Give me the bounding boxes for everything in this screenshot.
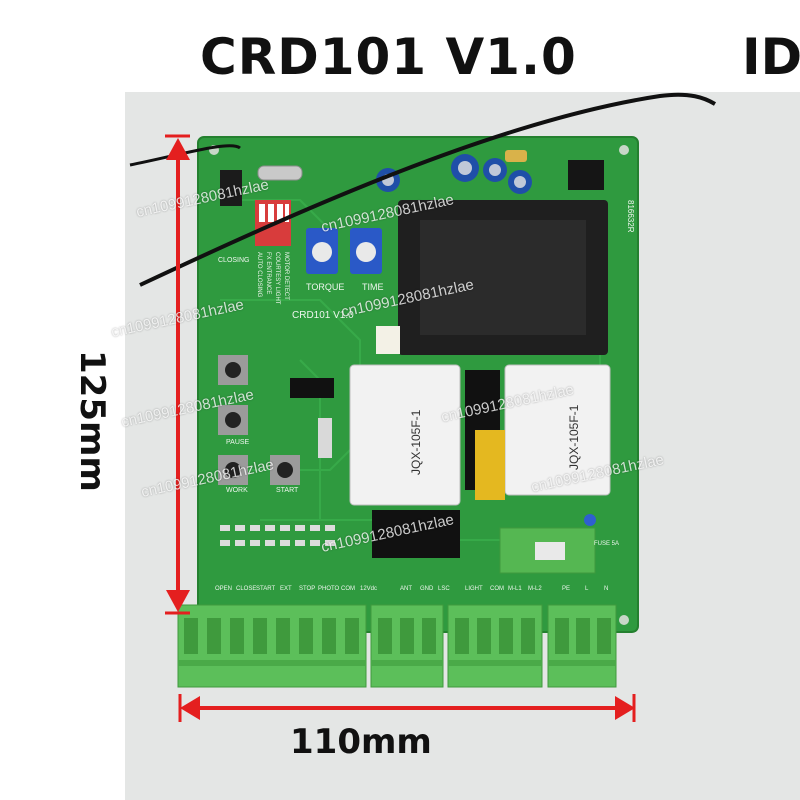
yellow-capacitor xyxy=(475,430,505,500)
svg-text:L: L xyxy=(585,586,589,592)
svg-text:LSC: LSC xyxy=(438,586,450,592)
height-dimension-arrow xyxy=(165,134,190,615)
svg-text:GND: GND xyxy=(420,586,434,592)
svg-text:ANT: ANT xyxy=(400,586,412,592)
relay-right: JQX-105F-1 xyxy=(504,364,611,496)
svg-text:PHOTO: PHOTO xyxy=(318,586,340,592)
svg-text:12Vdc: 12Vdc xyxy=(360,586,377,592)
receiver-chip xyxy=(220,170,242,206)
svg-text:N: N xyxy=(604,586,608,592)
svg-text:MOTOR DETECT: MOTOR DETECT xyxy=(283,252,289,300)
transformer xyxy=(398,200,608,355)
width-dimension-label: 110mm xyxy=(290,722,432,762)
svg-text:COM: COM xyxy=(341,586,355,592)
pot-label-time: TIME xyxy=(362,282,384,292)
product-title: CRD101 V1.0 xyxy=(200,28,577,86)
dip-labels: AUTO CLOSING FX ENTRANCE COURTESY LIGHT … xyxy=(256,252,289,305)
fuse-label: FUSE 5A xyxy=(594,541,619,547)
svg-text:JQX-105F-1: JQX-105F-1 xyxy=(567,404,581,470)
svg-text:EXT: EXT xyxy=(280,586,292,592)
svg-text:M-L1: M-L1 xyxy=(508,586,522,592)
svg-text:COURTESY LIGHT: COURTESY LIGHT xyxy=(274,252,280,305)
push-buttons xyxy=(218,355,300,485)
microcontroller xyxy=(290,378,334,398)
svg-text:START: START xyxy=(256,586,275,592)
potentiometers xyxy=(306,228,382,274)
button-label-pause: PAUSE xyxy=(226,439,250,446)
antenna-wire xyxy=(129,92,717,287)
svg-text:M-L2: M-L2 xyxy=(528,586,542,592)
svg-text:AUTO CLOSING: AUTO CLOSING xyxy=(256,252,262,298)
svg-text:CLOSE: CLOSE xyxy=(236,586,256,592)
driver-chip xyxy=(372,510,460,558)
silkscreen-part-number: 816632R xyxy=(626,200,635,233)
svg-text:LIGHT: LIGHT xyxy=(465,586,483,592)
svg-text:PE: PE xyxy=(562,586,570,592)
svg-text:FX ENTRANCE: FX ENTRANCE xyxy=(265,252,271,294)
silkscreen-model: CRD101 V1.0 xyxy=(292,310,354,321)
svg-text:STOP: STOP xyxy=(299,586,315,592)
svg-text:COM: COM xyxy=(490,586,504,592)
button-label-closing: CLOSING xyxy=(218,257,250,264)
terminal-labels: OPEN CLOSE START EXT STOP PHOTO COM 12Vd… xyxy=(215,586,608,592)
pot-label-torque: TORQUE xyxy=(306,282,344,292)
terminal-blocks xyxy=(177,604,617,688)
product-title-cropped: ID xyxy=(742,28,800,86)
smd-components xyxy=(220,525,335,546)
header-pins xyxy=(318,418,332,458)
svg-text:JQX-105F-1: JQX-105F-1 xyxy=(409,409,423,475)
white-connector xyxy=(376,326,400,354)
width-dimension-arrow xyxy=(178,694,636,722)
button-label-work: WORK xyxy=(226,487,248,494)
fuse xyxy=(535,542,565,560)
regulator-chip xyxy=(568,160,604,190)
relay-left: JQX-105F-1 xyxy=(349,364,461,506)
crystal xyxy=(257,165,303,181)
button-label-start: START xyxy=(276,487,299,494)
svg-text:OPEN: OPEN xyxy=(215,586,232,592)
height-dimension-label: 125mm xyxy=(72,350,112,492)
